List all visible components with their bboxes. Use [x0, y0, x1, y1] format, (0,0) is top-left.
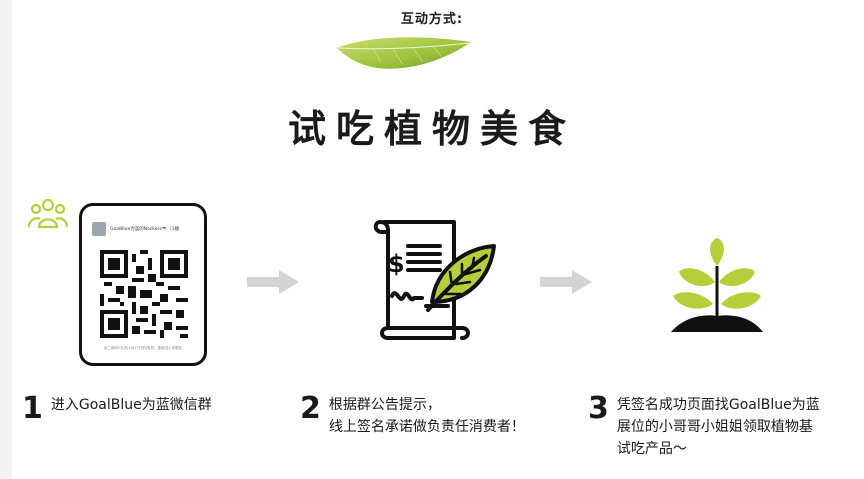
- step-1: 1 进入GoalBlue为蓝微信群: [22, 394, 212, 424]
- qr-card-header: GoalBlue为蓝的Nockers🥗（1群: [92, 222, 179, 236]
- step-line: 进入GoalBlue为蓝微信群: [50, 397, 212, 413]
- arrow-right-icon: [538, 268, 594, 300]
- people-group-icon: [27, 197, 69, 233]
- step-line: 凭签名成功页面找GoalBlue为蓝: [616, 397, 820, 413]
- step-number: 2: [300, 391, 321, 426]
- step-line: 线上签名承诺做负责任消费者！: [328, 419, 525, 435]
- step-description: 进入GoalBlue为蓝微信群: [51, 394, 212, 416]
- step-2: 2 根据群公告提示， 线上签名承诺做负责任消费者！: [300, 394, 525, 438]
- svg-text:$: $: [388, 250, 405, 278]
- leaf-icon: [333, 34, 475, 78]
- step-3: 3 凭签名成功页面找GoalBlue为蓝 展位的小哥哥小姐姐领取植物基 试吃产品…: [588, 394, 820, 460]
- left-edge-strip: [0, 0, 12, 479]
- step-number: 1: [22, 391, 43, 426]
- interaction-subtitle: 互动方式:: [400, 12, 464, 27]
- step-number: 3: [588, 391, 609, 426]
- step-description: 凭签名成功页面找GoalBlue为蓝 展位的小哥哥小姐姐领取植物基 试吃产品～: [617, 394, 820, 460]
- page-title: 试吃植物美食: [287, 107, 576, 151]
- step-description: 根据群公告提示， 线上签名承诺做负责任消费者！: [329, 394, 525, 438]
- avatar: [92, 222, 106, 236]
- qr-code[interactable]: [100, 250, 188, 342]
- step-line: 根据群公告提示，: [328, 397, 441, 413]
- qr-validity-note: 该二维码7天内(5月17日前)有效，重新进入将更新: [103, 346, 183, 350]
- receipt-leaf-icon: $: [362, 210, 502, 354]
- step-line: 展位的小哥哥小姐姐领取植物基: [616, 419, 813, 435]
- group-name: GoalBlue为蓝的Nockers🥗（1群: [110, 227, 180, 232]
- wechat-group-card: GoalBlue为蓝的Nockers🥗（1群: [79, 203, 207, 366]
- sprout-icon: [665, 236, 769, 344]
- arrow-right-icon: [245, 268, 301, 300]
- step-line: 试吃产品～: [616, 441, 687, 457]
